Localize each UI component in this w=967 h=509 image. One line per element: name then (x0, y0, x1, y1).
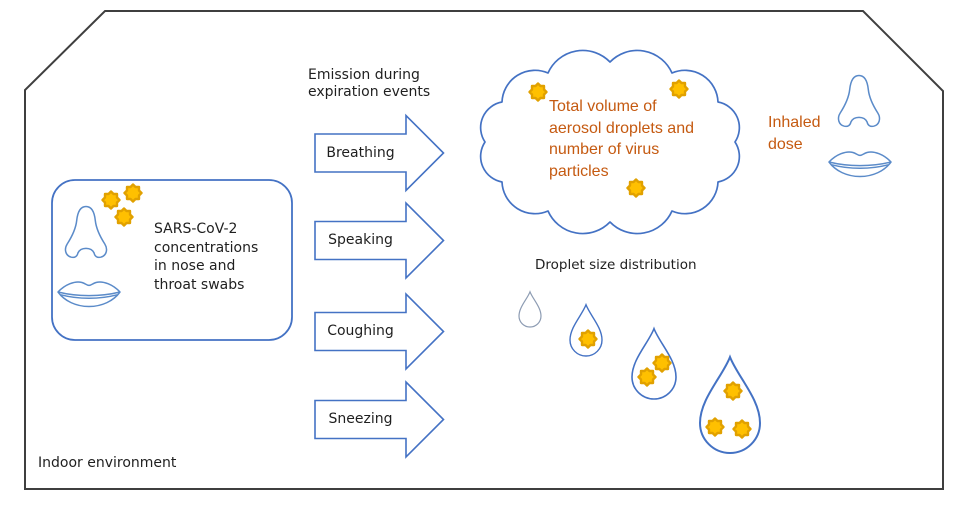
virus-particle-icon (578, 329, 598, 349)
virus-particle-icon (114, 207, 134, 227)
arrow-label-sneezing: Sneezing (328, 411, 393, 427)
virus-particle-icon (637, 367, 657, 387)
virus-particle-icon (669, 79, 689, 99)
virus-particle-icon (732, 419, 752, 439)
source-box-label: SARS-CoV-2 concentrations in nose and th… (154, 221, 259, 293)
inhaled-dose-label: Inhaled dose (768, 114, 821, 153)
virus-particle-icon (528, 82, 548, 102)
block-arrow-sneezing (314, 380, 445, 459)
block-arrow-coughing (314, 292, 445, 371)
indoor-environment-label: Indoor environment (38, 455, 177, 471)
emission-heading: Emission during expiration events (308, 67, 431, 100)
cloud-label: Total volume of aerosol droplets and num… (549, 98, 694, 180)
arrow-label-coughing: Coughing (327, 323, 394, 339)
virus-particle-icon (652, 353, 672, 373)
virus-particle-icon (723, 381, 743, 401)
block-arrow-breathing (314, 113, 445, 193)
virus-particle-icon (705, 417, 725, 437)
block-arrow-speaking (314, 201, 445, 280)
virus-particle-icon (626, 178, 646, 198)
droplet-distribution-heading: Droplet size distribution (535, 257, 697, 273)
virus-particle-icon (123, 183, 143, 203)
virus-particle-icon (101, 190, 121, 210)
arrow-label-speaking: Speaking (328, 232, 393, 248)
arrow-label-breathing: Breathing (326, 145, 395, 161)
droplet-icon-small (518, 290, 542, 328)
aerosol-cloud-icon (479, 49, 741, 235)
